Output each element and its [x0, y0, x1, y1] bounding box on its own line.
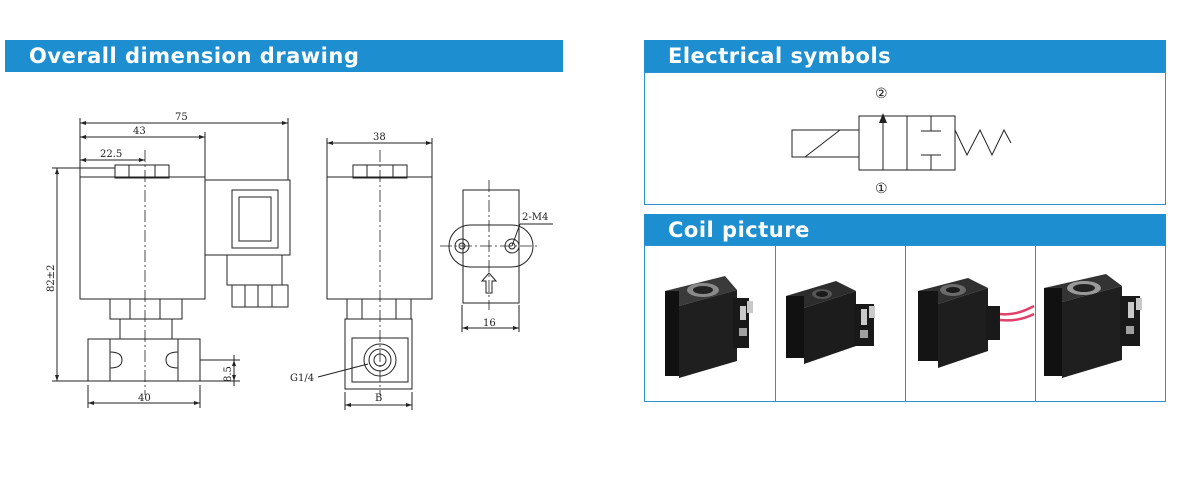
coil-image-2 — [786, 281, 875, 364]
dimension-section-title: Overall dimension drawing — [5, 40, 563, 72]
dim-g-thread: G1/4 — [290, 373, 314, 384]
dim-40: 40 — [138, 393, 151, 404]
coil-picture-4 — [1036, 246, 1166, 402]
front-coil-body — [79, 176, 206, 300]
coil-image-3 — [918, 278, 1035, 368]
dim-8-5: 8.5 — [223, 366, 234, 382]
dim-75: 75 — [175, 112, 188, 123]
dim-82: 82±2 — [46, 265, 57, 292]
bottom-view-body — [462, 189, 520, 304]
port-1-label: ① — [875, 181, 888, 197]
coil-picture-1 — [645, 246, 776, 402]
dim-2-m4: 2-M4 — [522, 212, 548, 223]
side-valve-body — [344, 318, 413, 390]
dim-22-5: 22.5 — [100, 149, 122, 160]
dim-43: 43 — [133, 126, 146, 137]
side-coil-body — [326, 176, 433, 300]
coil-section-title: Coil picture — [644, 214, 1166, 246]
solenoid-valve-symbol: ② ① — [791, 86, 1012, 197]
front-connector — [204, 179, 291, 256]
coil-picture-panel — [644, 245, 1166, 402]
front-coil-nut — [114, 164, 170, 179]
coil-picture-3 — [906, 246, 1036, 402]
port-2-label: ② — [875, 86, 888, 102]
front-valve-body — [87, 338, 201, 382]
coil-picture-2 — [776, 246, 906, 402]
dimension-drawing: 75 43 22.5 82±2 40 8.5 38 G1/4 B 2-M4 16 — [46, 112, 553, 410]
coil-image-4 — [1044, 274, 1142, 378]
dim-b: B — [375, 393, 382, 404]
dim-16: 16 — [483, 318, 496, 329]
coil-image-1 — [665, 276, 753, 378]
electrical-section-title: Electrical symbols — [644, 40, 1166, 72]
dim-38: 38 — [373, 132, 386, 143]
electrical-symbols-panel: ② ① — [644, 72, 1166, 205]
